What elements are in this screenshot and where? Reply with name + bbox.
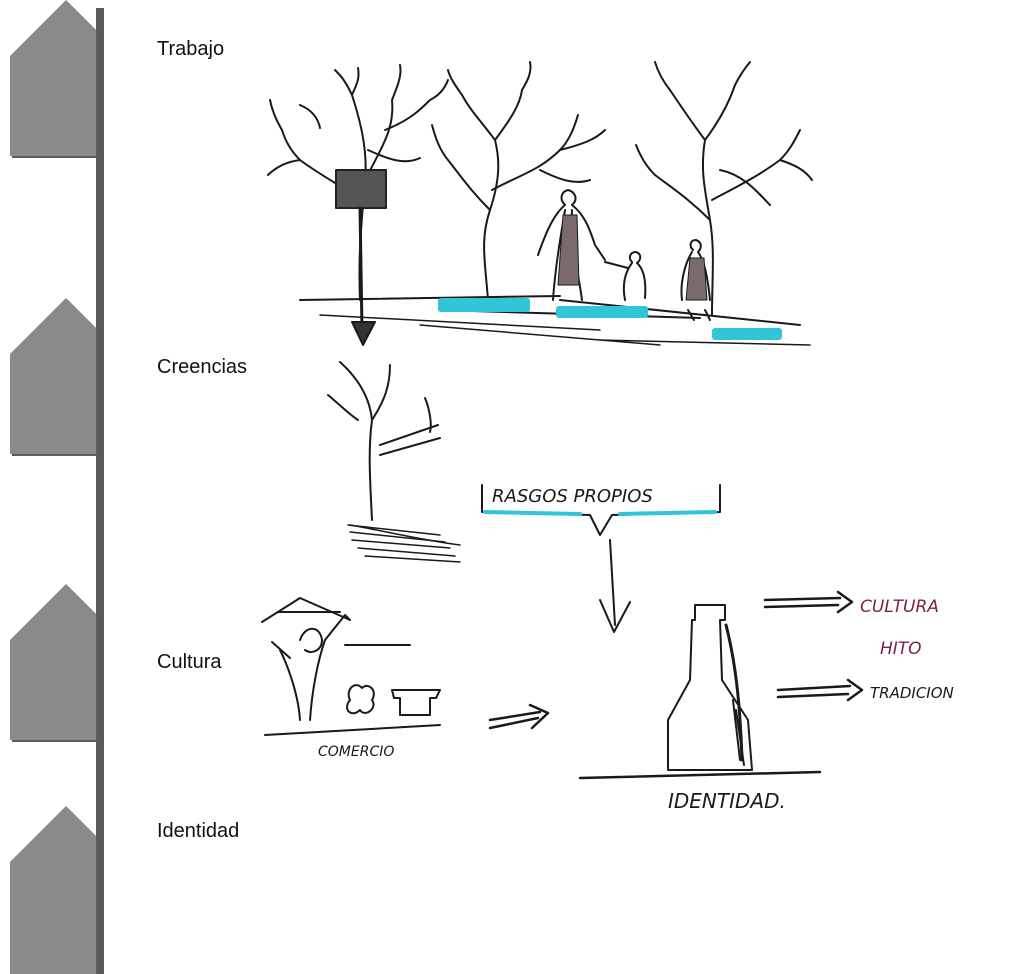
tab-identidad[interactable] (10, 806, 98, 974)
tab-cultura[interactable] (10, 584, 98, 744)
output-cultura: CULTURA (860, 597, 939, 617)
label-trabajo: Trabajo (157, 38, 225, 60)
label-cultura: Cultura (157, 651, 222, 673)
creencias-shadow (347, 524, 461, 563)
identidad-label: IDENTIDAD. (668, 789, 786, 813)
rasgos-propios-label: RASGOS PROPIOS (492, 486, 653, 507)
comercio-sketch (261, 597, 441, 736)
hito-monument (667, 604, 753, 771)
rasgos-bracket (481, 484, 721, 536)
tree-middle (431, 61, 606, 301)
output-tradicion: TRADICION (870, 684, 954, 702)
water-highlights (438, 298, 782, 340)
walker-figure (680, 239, 711, 321)
adult-figure (537, 189, 606, 301)
creencias-tree (327, 361, 461, 546)
tab-trabajo[interactable] (10, 0, 98, 160)
comercio-label: COMERCIO (318, 744, 394, 760)
tab-creencias[interactable] (10, 298, 98, 458)
tree-right (635, 61, 813, 316)
output-hito: HITO (880, 639, 922, 659)
tree-left (267, 64, 449, 301)
child-figure (604, 251, 647, 301)
label-creencias: Creencias (157, 356, 248, 378)
timeline-rail (96, 8, 104, 974)
label-identidad: Identidad (157, 820, 240, 842)
signboard (335, 169, 387, 209)
